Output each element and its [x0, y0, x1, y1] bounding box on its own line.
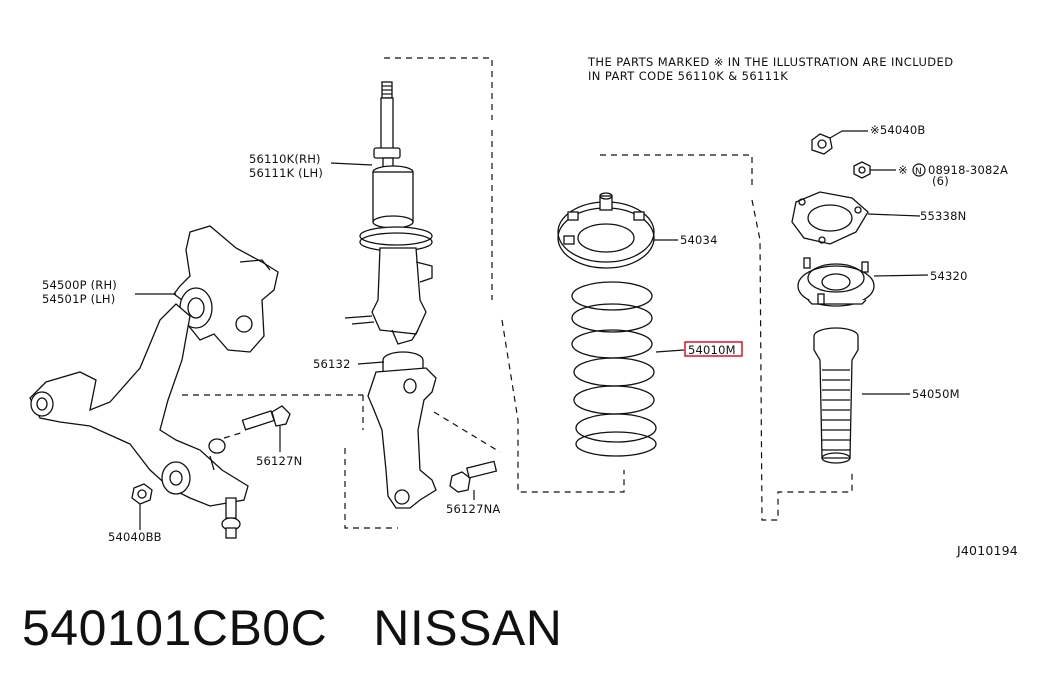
note-line-1: THE PARTS MARKED ※ IN THE ILLUSTRATION A… [587, 55, 953, 69]
label-54010m: 54010M [688, 343, 736, 357]
bolt-icon [223, 405, 291, 439]
label-08918-circle: N [915, 167, 922, 177]
note-line-2: IN PART CODE 56110K & 56111K [588, 69, 788, 83]
dashed-group-knuckle [182, 394, 501, 529]
label-56132: 56132 [313, 357, 351, 371]
caption: 540101CB0C NISSAN [22, 596, 562, 660]
caption-part-number: 540101CB0C [22, 600, 328, 656]
mount-plate [791, 191, 869, 245]
lower-control-arm [29, 303, 249, 539]
label-54050m: 54050M [912, 387, 960, 401]
label-strut-lh: 56111K (LH) [249, 166, 323, 180]
label-strut-rh: 56110K(RH) [249, 152, 321, 166]
highlight-box [684, 341, 743, 357]
label-54040b: ※54040B [870, 123, 926, 137]
strut-mount [797, 257, 875, 307]
label-08918-prefix: ※ [898, 163, 908, 177]
strut-assembly [344, 81, 433, 345]
label-54034: 54034 [680, 233, 718, 247]
label-54320: 54320 [930, 269, 968, 283]
nut-icon [131, 483, 153, 505]
label-56127na: 56127NA [446, 502, 500, 516]
bolt-na-icon [449, 460, 498, 493]
label-55338n: 55338N [920, 209, 966, 223]
label-56127n: 56127N [256, 454, 302, 468]
steering-knuckle [173, 225, 279, 353]
strut-bracket [367, 351, 437, 509]
label-knuckle-rh: 54500P (RH) [42, 278, 117, 292]
drawing-code: J4010194 [956, 543, 1018, 558]
label-08918-qty: (6) [932, 174, 949, 188]
label-knuckle-lh: 54501P (LH) [42, 292, 115, 306]
spring-seat-upper [557, 192, 655, 269]
top-nut-icon [811, 133, 833, 155]
spring-seat-lower [359, 226, 433, 246]
caption-brand: NISSAN [373, 600, 563, 656]
small-nut-icon [853, 161, 871, 179]
label-54040bb: 54040BB [108, 530, 162, 544]
dust-boot [813, 327, 859, 464]
label-08918: 08918-3082A [928, 163, 1008, 177]
suspension-diagram: THE PARTS MARKED ※ IN THE ILLUSTRATION A… [29, 55, 1018, 558]
strut-rod [380, 97, 394, 151]
circle-n-icon [912, 163, 926, 177]
coil-spring [571, 281, 657, 457]
dashed-group-strut [384, 57, 625, 493]
